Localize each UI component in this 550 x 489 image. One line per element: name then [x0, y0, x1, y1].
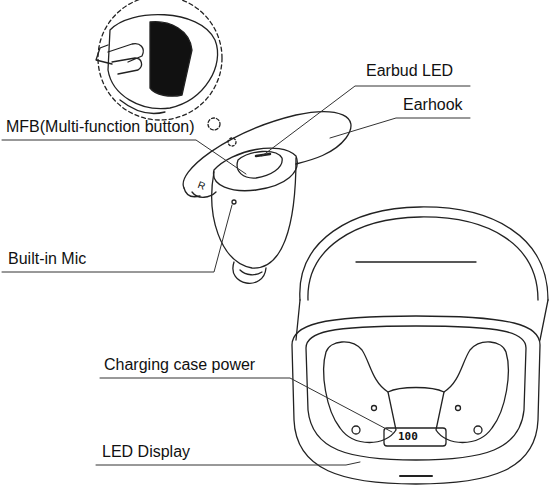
side-mark [474, 426, 482, 434]
side-mark [352, 426, 360, 434]
part-label: Built-in Mic [8, 250, 86, 268]
center-ridge [388, 388, 444, 393]
part-label: Charging case power [104, 356, 255, 374]
display-window [384, 428, 446, 446]
lid-slot [356, 261, 476, 262]
part-label: LED Display [102, 443, 190, 461]
case-lid [300, 207, 548, 300]
part-label: Earbud LED [366, 62, 453, 80]
mfb-plate [237, 151, 282, 178]
leader-line [330, 118, 470, 138]
pin [456, 406, 461, 411]
zoom-finger [96, 44, 143, 74]
zoom-circle [98, 0, 222, 120]
leader-line [262, 86, 470, 156]
display-digits: 100 [398, 431, 418, 443]
earbud-body [212, 158, 296, 268]
case-lid-inner [308, 217, 538, 300]
earbud-top [214, 148, 298, 191]
case-tray [306, 326, 526, 460]
zoom-edge [120, 100, 165, 114]
leader-lines [2, 86, 470, 465]
side-mark-label: R [196, 179, 207, 192]
earhook-outer [183, 112, 351, 188]
ear-tip-line [240, 270, 262, 275]
leader-line [96, 462, 360, 465]
zoom-button [150, 22, 192, 96]
part-label: MFB(Multi-function button) [6, 118, 195, 136]
left-slot [324, 342, 396, 443]
part-label: Earhook [403, 96, 463, 114]
leader-line [100, 378, 392, 432]
leader-line [2, 140, 246, 174]
charge-port [400, 475, 432, 477]
charging-case [292, 207, 548, 484]
leader-line [2, 205, 232, 272]
mic-hole [232, 200, 236, 204]
pin [372, 406, 377, 411]
right-slot [436, 342, 508, 443]
zoom-earbud [108, 15, 218, 109]
earbud [183, 112, 351, 284]
ear-tip [233, 262, 266, 283]
zoom-dot [208, 118, 220, 130]
case-base [292, 316, 540, 484]
